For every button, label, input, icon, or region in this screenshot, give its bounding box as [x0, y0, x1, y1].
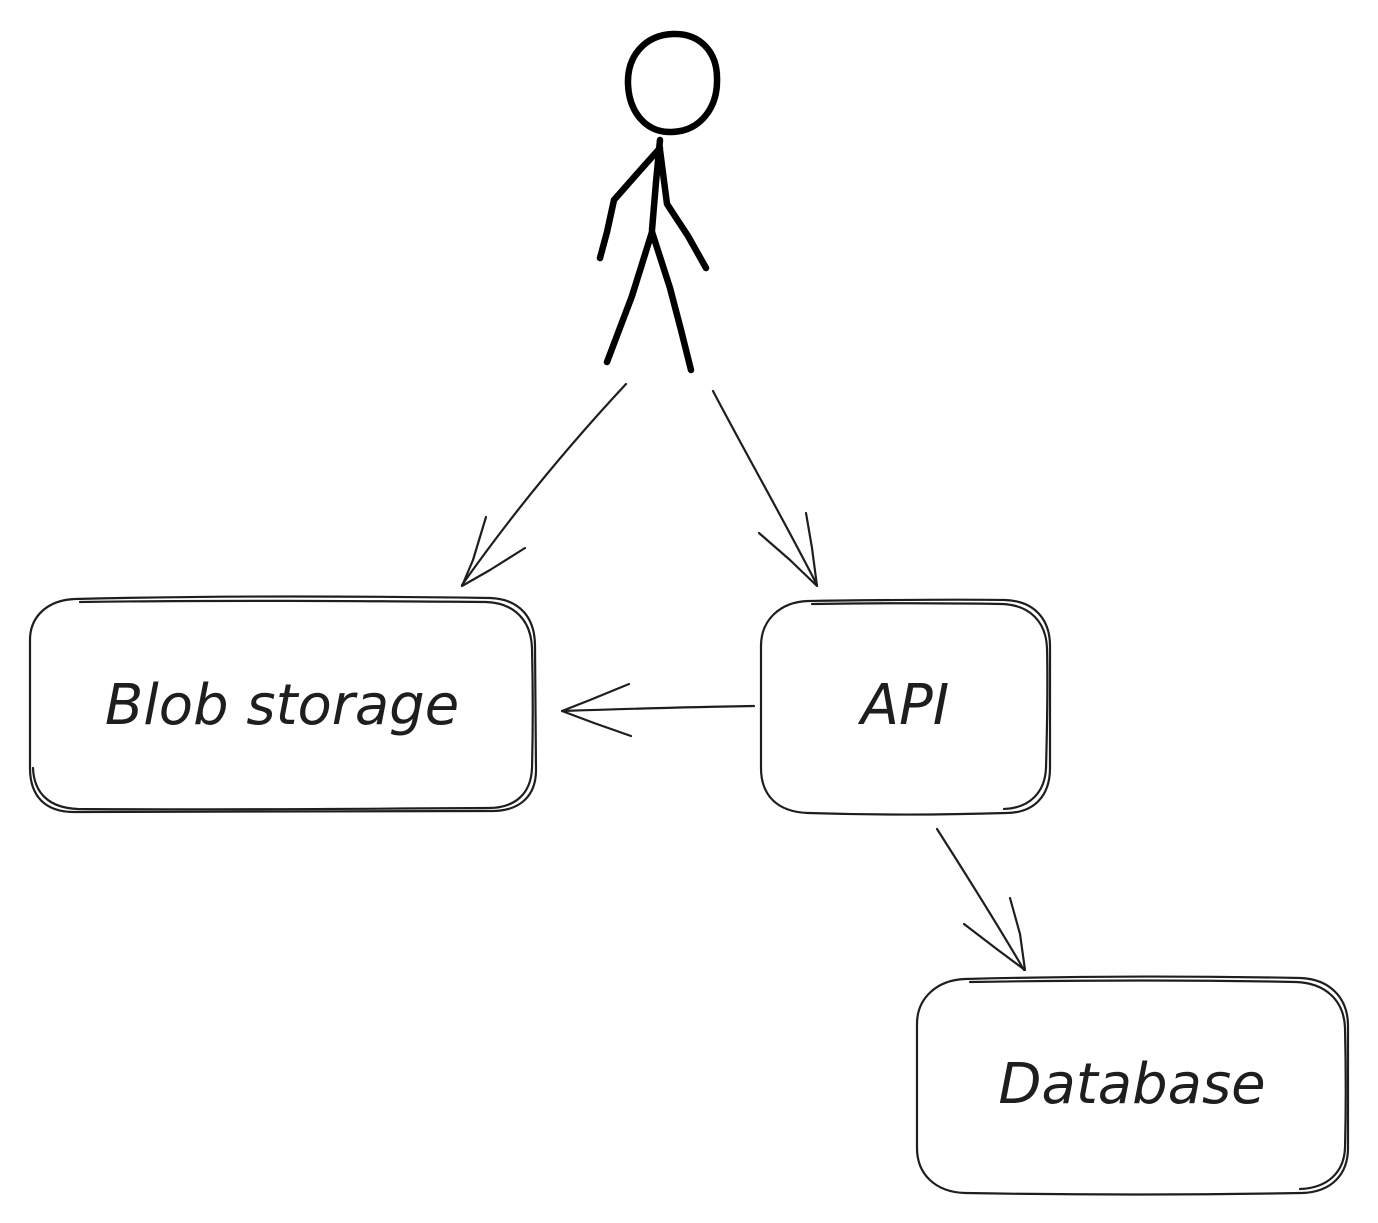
api-box-sketch	[810, 602, 1049, 811]
arrow-user-to-blob	[460, 382, 628, 588]
api-label: API	[858, 673, 950, 738]
actor-right-arm	[656, 146, 710, 272]
database-box-sketch	[968, 979, 1347, 1191]
node-blob-storage[interactable]: Blob storage	[28, 595, 538, 814]
blob-storage-box-sketch	[31, 599, 534, 811]
actor-left-leg	[603, 228, 656, 366]
arrow-user-to-api	[711, 389, 819, 588]
node-api[interactable]: API	[759, 598, 1052, 816]
api-box	[759, 598, 1052, 816]
blob-storage-box	[28, 595, 538, 814]
arrow-api-to-blob	[560, 682, 756, 738]
actor-right-leg	[648, 228, 695, 374]
blob-storage-label: Blob storage	[105, 673, 459, 738]
database-box	[915, 975, 1350, 1196]
arrow-api-to-database	[935, 827, 1027, 972]
database-label: Database	[998, 1052, 1265, 1117]
stick-figure-icon	[596, 30, 721, 374]
actor-head	[624, 30, 721, 136]
actor-left-arm	[596, 144, 664, 262]
node-database[interactable]: Database	[915, 975, 1350, 1196]
user-actor[interactable]	[596, 30, 721, 374]
